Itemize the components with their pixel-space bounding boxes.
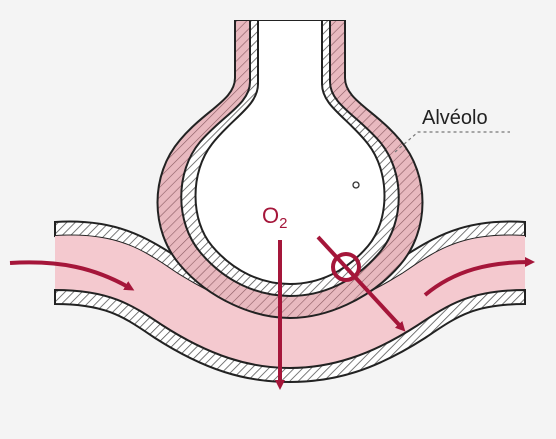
duct-top-mask <box>230 0 350 20</box>
alveolus-label: Alvéolo <box>422 107 488 129</box>
